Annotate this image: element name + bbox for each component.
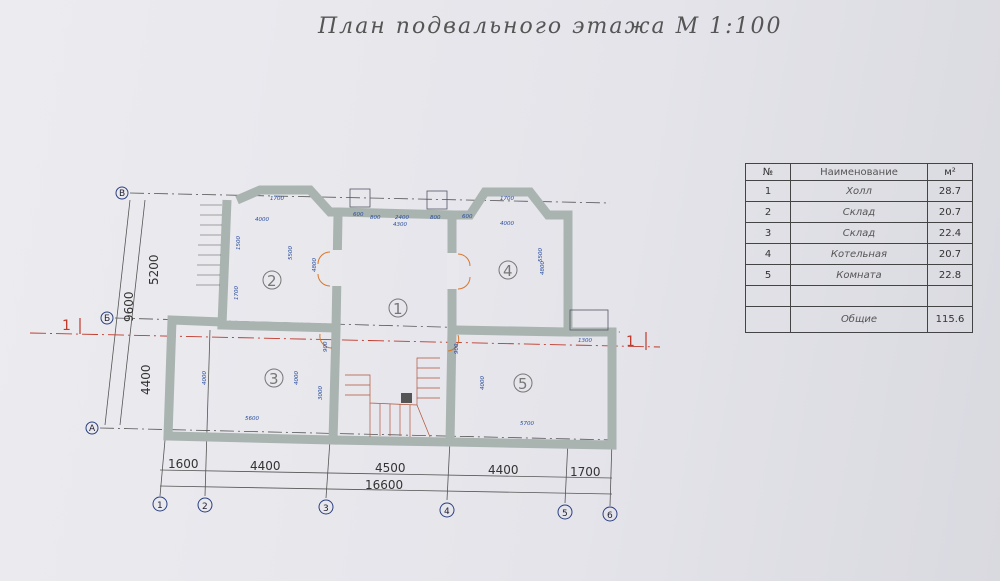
dim-4400-a: 4400 [250,459,281,473]
svg-text:1500: 1500 [236,236,242,250]
section-mark-left: 1 [62,318,71,334]
dim-1600: 1600 [168,457,199,471]
svg-text:4000: 4000 [202,371,208,385]
axis-col-1: 1 [157,501,163,511]
svg-text:2400: 2400 [395,215,409,221]
section-line [29,332,661,348]
svg-text:1700: 1700 [500,196,514,202]
room-label-4: 4 [503,262,513,280]
axis-col-5: 5 [562,509,568,519]
svg-text:5700: 5700 [520,421,534,427]
axis-col-2: 2 [202,502,208,512]
dim-5200: 5200 [147,254,161,285]
axis-bubbles: В Б А 1 2 3 4 5 6 [85,186,618,522]
outer-dimensions: 1600 4400 4500 4400 1700 16600 5200 4400… [122,254,601,492]
axis-row-b: Б [104,314,110,324]
table-row-empty [745,285,973,307]
svg-text:900: 900 [323,341,329,352]
svg-text:4000: 4000 [480,376,486,390]
svg-text:5600: 5600 [245,416,259,422]
svg-text:5500: 5500 [288,246,294,260]
svg-text:800: 800 [370,215,381,221]
inner-dimensions: 4000 1700 2400 4300 800 800 600 600 4000… [202,196,592,427]
section-mark-right: 1 [626,334,635,350]
dim-9600: 9600 [122,291,136,322]
axis-row-a: А [89,424,96,434]
walls [163,185,617,450]
axis-col-6: 6 [607,511,613,521]
svg-text:5500: 5500 [538,248,544,262]
room-label-3: 3 [269,370,279,388]
room-label-2: 2 [267,272,277,290]
room-label-1: 1 [393,300,403,318]
dim-16600: 16600 [365,478,403,492]
svg-text:900: 900 [454,343,460,354]
dim-4400-left: 4400 [139,364,153,395]
stair-column [401,393,412,403]
doors [317,250,471,352]
staircase [345,357,440,438]
dim-1700: 1700 [570,465,601,479]
svg-text:4000: 4000 [500,221,514,227]
table-header: № Наименование м² [745,163,973,181]
svg-text:3000: 3000 [318,386,324,400]
dim-4400-b: 4400 [488,463,519,477]
axis-col-3: 3 [323,504,329,514]
drawing-title: План подвального этажа М 1:100 [318,14,783,39]
room-label-5: 5 [518,375,528,393]
room-labels: 1 2 3 4 5 [262,260,533,393]
svg-text:1700: 1700 [270,196,284,202]
axis-row-v: В [119,189,125,199]
svg-text:4000: 4000 [255,217,269,223]
svg-text:1700: 1700 [234,286,240,300]
svg-text:4300: 4300 [393,222,407,228]
svg-text:600: 600 [353,212,364,218]
svg-text:1300: 1300 [578,338,592,344]
svg-text:600: 600 [462,214,473,220]
svg-text:4000: 4000 [294,371,300,385]
axis-col-4: 4 [444,507,450,517]
svg-text:4800: 4800 [312,258,318,272]
svg-text:4800: 4800 [540,261,546,275]
dim-4500: 4500 [375,461,406,475]
svg-text:800: 800 [430,215,441,221]
